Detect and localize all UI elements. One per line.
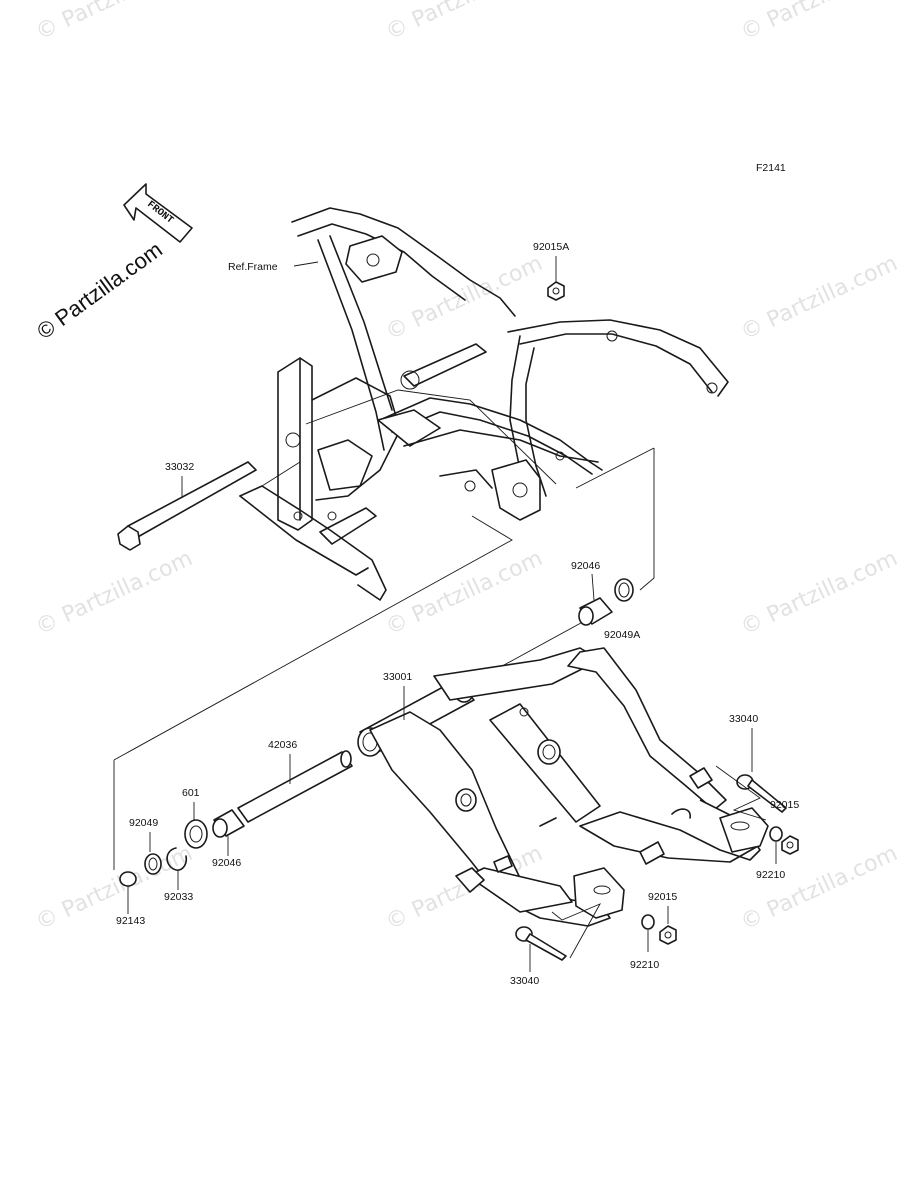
- assembly-guide-right: [575, 447, 655, 591]
- figure-code: F2141: [756, 162, 786, 174]
- part-label: 92049: [129, 817, 158, 829]
- part-label: 601: [182, 787, 200, 799]
- part-label: 33001: [383, 671, 412, 683]
- part-label: 33040: [729, 713, 758, 725]
- copyright-mark: © Partzilla.com: [32, 237, 167, 344]
- part-92033-circlip: [166, 847, 188, 871]
- frame-pivot-guide: [261, 389, 557, 487]
- watermark: © Partzilla.com: [737, 841, 901, 935]
- watermark: © Partzilla.com: [32, 546, 196, 640]
- watermark: © Partzilla.com: [382, 546, 546, 640]
- part-label: 92210: [756, 869, 785, 881]
- part-92049A-seal: [614, 578, 634, 602]
- watermark: © Partzilla.com: [382, 0, 546, 45]
- watermark: © Partzilla.com: [737, 251, 901, 345]
- part-92015-right-nut: [781, 835, 799, 855]
- part-92046-upper-bearing: [578, 597, 613, 626]
- ref-frame-label: Ref.Frame: [228, 261, 278, 273]
- part-33032-pivot-shaft: [117, 461, 257, 551]
- part-92015-bottom-nut: [659, 906, 677, 945]
- part-label: 92015: [770, 799, 799, 811]
- part-33040-bottom-adjuster: [515, 903, 602, 972]
- frame-drawing: [239, 207, 729, 601]
- part-92015A-nut: [547, 256, 565, 301]
- part-601-bearing: [184, 819, 208, 849]
- watermark: © Partzilla.com: [32, 0, 196, 45]
- part-label: 92143: [116, 915, 145, 927]
- part-42036-sleeve: [237, 750, 353, 823]
- part-33040-right-adjuster: [715, 728, 787, 821]
- part-label: 92033: [164, 891, 193, 903]
- watermark: © Partzilla.com: [737, 546, 901, 640]
- part-label: 33040: [510, 975, 539, 987]
- assembly-guide-left: [113, 515, 513, 870]
- label-leader: [591, 573, 595, 601]
- part-label: 42036: [268, 739, 297, 751]
- watermark: © Partzilla.com: [382, 251, 546, 345]
- ref-frame-leader: [293, 261, 319, 267]
- front-arrow-icon: FRONT: [123, 183, 193, 243]
- part-label: 92046: [571, 560, 600, 572]
- part-label: 92049A: [604, 629, 640, 641]
- part-92210-right-washer: [769, 826, 783, 864]
- part-92046-lower-bearing: [212, 809, 245, 838]
- part-label: 92015: [648, 891, 677, 903]
- part-33001-swingarm: [357, 647, 769, 927]
- part-label: 92015A: [533, 241, 569, 253]
- part-92049-seal: [144, 853, 162, 875]
- part-label: 92210: [630, 959, 659, 971]
- watermark: © Partzilla.com: [737, 0, 901, 45]
- part-92210-bottom-washer: [641, 914, 655, 952]
- part-92143-cap: [119, 871, 137, 887]
- part-label: 33032: [165, 461, 194, 473]
- part-label: 92046: [212, 857, 241, 869]
